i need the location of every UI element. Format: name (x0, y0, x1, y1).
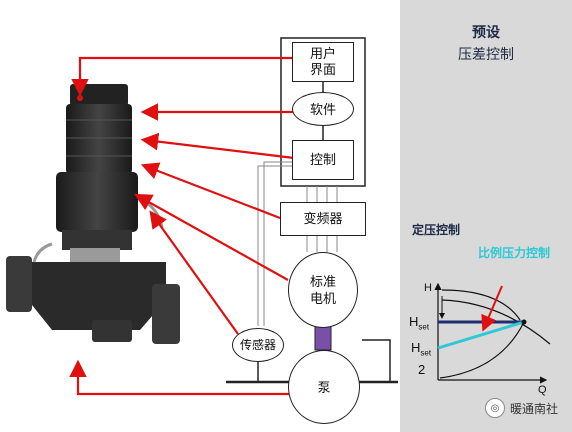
pump-block: 泵 (288, 350, 360, 424)
watermark: ◎ 暖通南社 (484, 398, 558, 418)
h-set-label: Hset (409, 314, 430, 332)
inverter-block: 变频器 (280, 202, 366, 236)
pump-curve-2 (441, 299, 551, 345)
software-block: 软件 (292, 92, 354, 126)
proportional-pressure-line (437, 320, 525, 350)
pump-photo (6, 84, 180, 344)
chart-red-arrow (481, 285, 503, 332)
proportional-pressure-title: 比例压力控制 (478, 246, 551, 260)
watermark-text: 暖通南社 (509, 401, 558, 416)
x-axis-label: Q (538, 384, 547, 396)
system-curve (439, 321, 525, 379)
wiring-lines (257, 161, 338, 326)
coupling (314, 325, 332, 351)
user-interface-block: 用户 界面 (292, 42, 354, 82)
red-arrows (69, 56, 295, 396)
h-set-half-label: Hset (411, 340, 432, 358)
right-panel (400, 0, 572, 432)
motor-block: 标准 电机 (288, 252, 358, 328)
constant-pressure-title: 定压控制 (412, 223, 461, 237)
panel-title: 预设 (472, 24, 500, 40)
control-block: 控制 (292, 140, 354, 180)
y-axis-label: H (424, 282, 432, 294)
control-chart (434, 282, 551, 384)
sensor-block: 传感器 (232, 328, 284, 362)
wechat-icon: ◎ (484, 398, 505, 418)
pump-curve-1 (441, 289, 521, 321)
h-set-half-denominator: 2 (418, 362, 426, 377)
panel-subtitle: 压差控制 (458, 46, 514, 62)
